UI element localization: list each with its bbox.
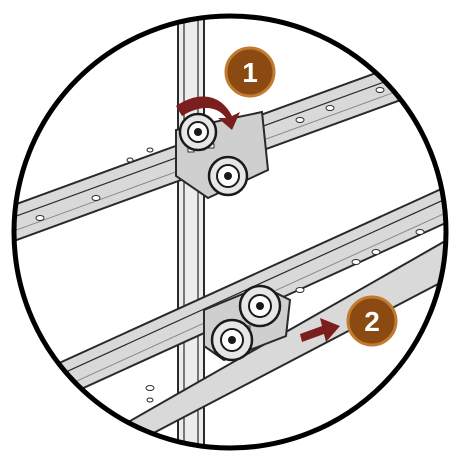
- step-1-badge: 1: [224, 46, 276, 98]
- rack-post: [177, 16, 205, 448]
- lower-front-pin: [210, 318, 254, 362]
- magnifier-rim: [11, 13, 449, 451]
- step-2-number: 2: [364, 306, 380, 337]
- lower-rail-slots: [145, 229, 425, 403]
- rotate-arrow-icon: [176, 96, 240, 130]
- upper-latch-knob: [178, 112, 218, 152]
- upper-rail-slots: [35, 69, 435, 221]
- lower-rear-pin: [238, 284, 282, 328]
- slide-arrow-icon: [300, 318, 340, 342]
- upper-fixed-pin: [207, 155, 249, 197]
- step-1-number: 1: [242, 57, 258, 88]
- step-2-badge: 2: [346, 295, 398, 347]
